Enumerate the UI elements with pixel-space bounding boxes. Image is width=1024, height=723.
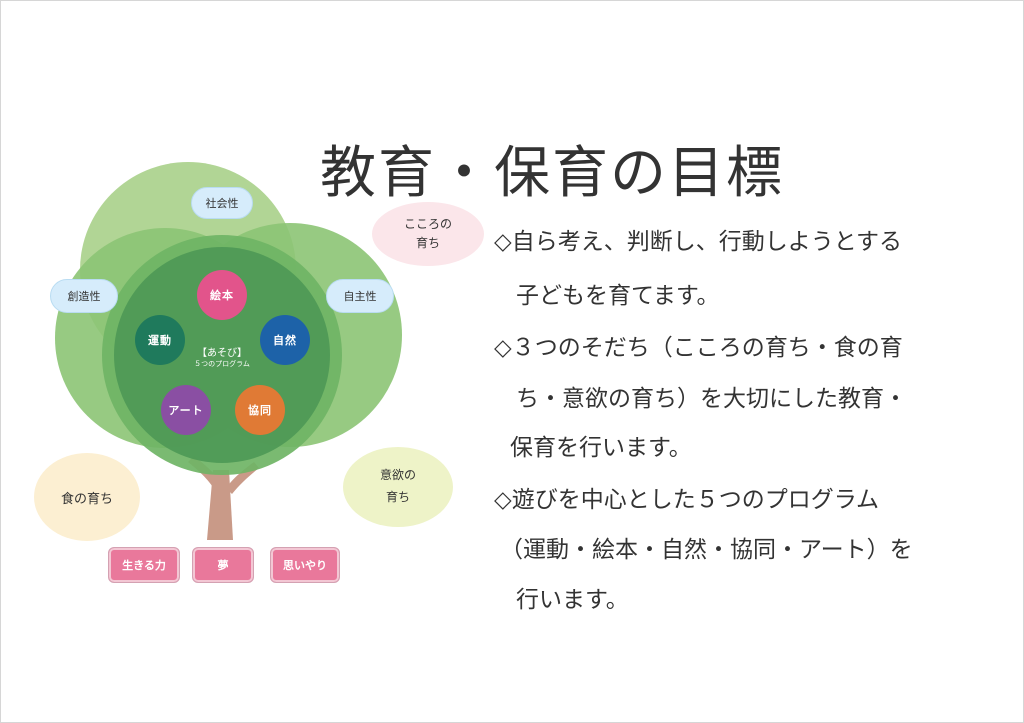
pill-souzousei: 創造性 — [50, 279, 118, 313]
program-kyoudou: 協同 — [235, 385, 285, 435]
pill-jishusei: 自主性 — [326, 279, 394, 313]
goal-line-4: ち・意欲の育ち）を大切にした教育・ — [516, 386, 907, 412]
root-omoiyari: 思いやり — [270, 547, 340, 583]
program-ehon: 絵本 — [197, 270, 247, 320]
program-shizen: 自然 — [260, 315, 310, 365]
goal-line-1: ◇自ら考え、判断し、行動しようとする — [494, 229, 902, 255]
program-undou: 運動 — [135, 315, 185, 365]
center-subtitle: ５つのプログラム — [194, 359, 250, 368]
goal-line-5: 保育を行います。 — [510, 435, 692, 461]
root-yume: 夢 — [192, 547, 254, 583]
kokoro-blob: こころの 育ち — [372, 202, 484, 266]
page-title: 教育・保育の目標 — [320, 141, 784, 206]
center-title: 【あそび】 — [196, 347, 247, 359]
goal-line-8: 行います。 — [516, 587, 629, 613]
goal-line-3: ◇３つのそだち（こころの育ち・食の育 — [494, 335, 903, 361]
goal-line-7: （運動・絵本・自然・協同・アート）を — [500, 537, 913, 563]
root-ikiru: 生きる力 — [108, 547, 180, 583]
goal-line-6: ◇遊びを中心とした５つのプログラム — [494, 487, 879, 513]
pill-shakaisei: 社会性 — [191, 187, 253, 219]
program-art: アート — [161, 385, 211, 435]
goal-line-2: 子どもを育てます。 — [516, 283, 720, 309]
iyoku-blob: 意欲の 育ち — [343, 447, 453, 527]
center-label: 【あそび】 ５つのプログラム — [194, 347, 250, 369]
shoku-blob: 食の育ち — [34, 453, 140, 541]
